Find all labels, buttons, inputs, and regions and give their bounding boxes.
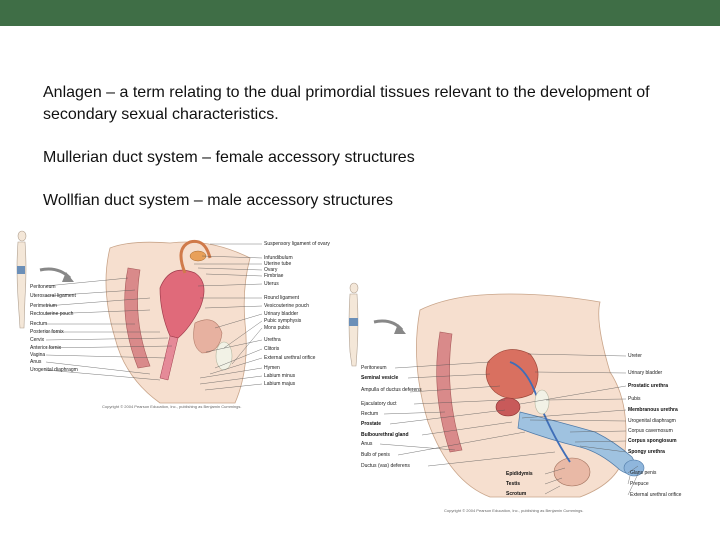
label-suspensory-ligament: Suspensory ligament of ovary <box>264 241 330 247</box>
label-ureter: Ureter <box>628 353 642 359</box>
label-urogenital-diaphragm: Urogenital diaphragm <box>30 367 78 373</box>
label-seminal-vesicle: Seminal vesicle <box>361 375 398 381</box>
label-peritoneum: Peritoneum <box>30 284 56 290</box>
label-anus: Anus <box>361 441 373 447</box>
label-urethra: Urethra <box>264 337 281 343</box>
label-prostatic-urethra: Prostatic urethra <box>628 383 668 389</box>
label-ovary: Ovary <box>264 267 278 273</box>
label-external-urethral-orifice: External urethral orifice <box>630 492 682 498</box>
label-prostate: Prostate <box>361 421 381 427</box>
label-labium-minus: Labium minus <box>264 373 296 379</box>
label-spongy-urethra: Spongy urethra <box>628 449 665 455</box>
label-urinary-bladder: Urinary bladder <box>264 311 299 317</box>
label-peritoneum: Peritoneum <box>361 365 387 371</box>
male-anatomy-figure: Peritoneum Seminal vesicle Ampulla of du… <box>340 282 700 518</box>
label-anus: Anus <box>30 359 42 365</box>
male-right-labels: Ureter Urinary bladder Prostatic urethra… <box>628 353 682 498</box>
label-uterus: Uterus <box>264 281 279 287</box>
male-copyright: Copyright © 2004 Pearson Education, Inc.… <box>444 508 583 513</box>
label-vagina: Vagina <box>30 352 45 358</box>
label-pubic-symphysis: Pubic symphysis <box>264 318 302 324</box>
female-copyright: Copyright © 2004 Pearson Education, Inc.… <box>102 404 241 409</box>
male-silhouette-icon <box>348 282 359 367</box>
label-rectouterine-pouch: Rectouterine pouch <box>30 311 74 317</box>
label-ampulla: Ampulla of ductus deferens <box>361 387 422 393</box>
label-labium-majus: Labium majus <box>264 381 296 387</box>
label-fimbriae: Fimbriae <box>264 273 284 279</box>
label-bulb-of-penis: Bulb of penis <box>361 452 390 458</box>
label-vesicouterine-pouch: Vesicouterine pouch <box>264 303 309 309</box>
top-bar <box>0 0 720 26</box>
wolffian-line: Wollfian duct system – male accessory st… <box>43 192 394 209</box>
label-uterine-tube: Uterine tube <box>264 261 291 267</box>
label-anterior-fornix: Anterior fornix <box>30 345 62 351</box>
label-pubis: Pubis <box>628 396 641 402</box>
male-left-labels: Peritoneum Seminal vesicle Ampulla of du… <box>361 365 422 469</box>
label-bulbourethral-gland: Bulbourethral gland <box>361 432 409 438</box>
label-external-urethral-orifice: External urethral orifice <box>264 355 316 361</box>
female-anatomy-figure: Peritoneum Uterosacral ligament Perimetr… <box>10 228 340 412</box>
label-corpus-cavernosum: Corpus cavernosum <box>628 428 673 434</box>
female-left-labels: Peritoneum Uterosacral ligament Perimetr… <box>30 284 78 373</box>
label-rectum: Rectum <box>30 321 47 327</box>
female-right-labels: Suspensory ligament of ovary Infundibulu… <box>264 241 330 387</box>
label-cervix: Cervix <box>30 337 45 343</box>
label-uterosacral-ligament: Uterosacral ligament <box>30 293 76 299</box>
label-glans-penis: Glans penis <box>630 470 657 476</box>
female-silhouette-icon <box>16 230 27 329</box>
label-ejaculatory-duct: Ejaculatory duct <box>361 401 397 407</box>
label-corpus-spongiosum: Corpus spongiosum <box>628 438 677 444</box>
label-posterior-fornix: Posterior fornix <box>30 329 64 335</box>
label-perimetrium: Perimetrium <box>30 303 57 309</box>
slide-text: Anlagen – a term relating to the dual pr… <box>43 82 683 212</box>
label-membranous-urethra: Membranous urethra <box>628 407 678 413</box>
label-mons-pubis: Mons pubis <box>264 325 290 331</box>
male-bottom-labels: Epididymis Testis Scrotum <box>506 471 533 497</box>
label-urogenital-diaphragm: Urogenital diaphragm <box>628 418 676 424</box>
label-prepuce: Prepuce <box>630 481 649 487</box>
label-epididymis: Epididymis <box>506 471 533 477</box>
anlagen-definition: Anlagen – a term relating to the dual pr… <box>43 84 650 123</box>
label-infundibulum: Infundibulum <box>264 255 293 261</box>
label-clitoris: Clitoris <box>264 346 280 352</box>
label-urinary-bladder: Urinary bladder <box>628 370 663 376</box>
mullerian-line: Mullerian duct system – female accessory… <box>43 149 415 166</box>
label-ductus-deferens: Ductus (vas) deferens <box>361 463 410 469</box>
label-round-ligament: Round ligament <box>264 295 300 301</box>
label-scrotum: Scrotum <box>506 491 527 497</box>
label-hymen: Hymen <box>264 365 280 371</box>
label-rectum: Rectum <box>361 411 378 417</box>
label-testis: Testis <box>506 481 520 487</box>
